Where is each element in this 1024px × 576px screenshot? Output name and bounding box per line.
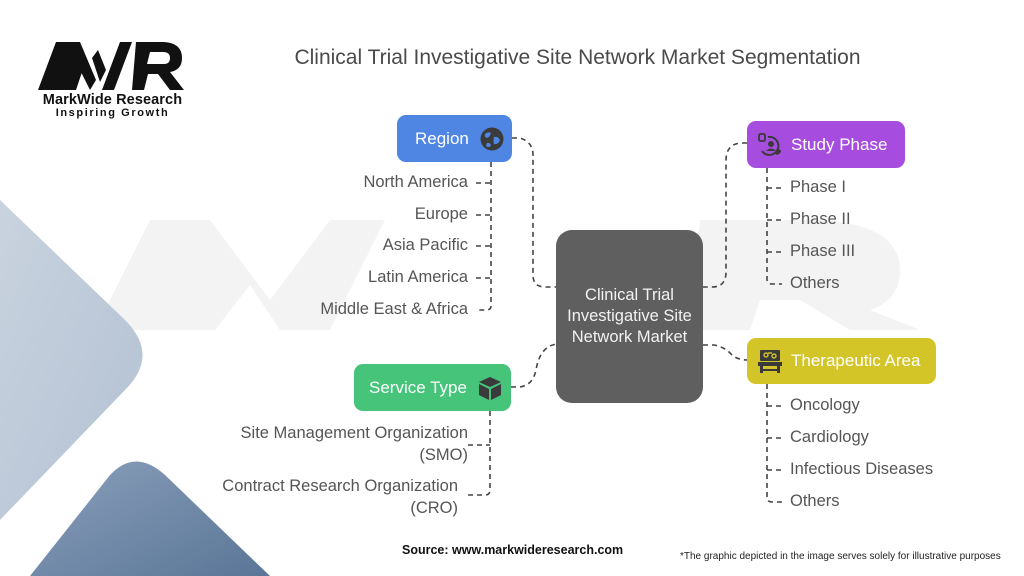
therapeutic-area-item: Others bbox=[790, 492, 840, 510]
region-item: Middle East & Africa bbox=[320, 300, 468, 318]
study-phase-item: Phase II bbox=[790, 210, 851, 228]
category-study-phase: Study Phase bbox=[747, 121, 905, 168]
study-phase-item: Phase I bbox=[790, 178, 846, 196]
region-item: North America bbox=[363, 173, 468, 191]
therapeutic-area-item: Infectious Diseases bbox=[790, 460, 934, 478]
connector-region-items bbox=[476, 162, 492, 311]
study-phase-item: Phase III bbox=[790, 242, 856, 260]
bg-diamond-dark bbox=[30, 461, 270, 576]
connector-service-items bbox=[468, 411, 491, 496]
connector-thera-items bbox=[766, 384, 782, 503]
region-item: Europe bbox=[414, 205, 468, 223]
lab-bench-icon bbox=[758, 350, 782, 373]
center-node: Clinical Trial Investigative Site Networ… bbox=[556, 230, 703, 403]
brand-name: MarkWide Research bbox=[42, 92, 183, 108]
region-item: Asia Pacific bbox=[382, 236, 468, 254]
cube-icon bbox=[478, 376, 501, 400]
category-label: Region bbox=[415, 128, 469, 148]
center-node-label: Clinical Trial Investigative Site Networ… bbox=[567, 286, 692, 346]
category-label: Service Type bbox=[369, 377, 467, 397]
globe-icon bbox=[480, 127, 504, 150]
therapeutic-area-item: Oncology bbox=[790, 396, 860, 414]
service-item-line: Site Management Organization bbox=[240, 424, 468, 442]
connector-region-center bbox=[512, 137, 557, 288]
category-service-type: Service Type bbox=[354, 364, 511, 411]
service-type-item: Contract Research Organization (CRO) bbox=[180, 475, 458, 519]
watermark bbox=[95, 220, 920, 330]
study-participant-icon bbox=[758, 132, 781, 156]
service-item-line: (CRO) bbox=[410, 499, 458, 517]
connector-study-center bbox=[703, 142, 747, 288]
category-region: Region bbox=[397, 115, 512, 162]
service-type-item: Site Management Organization (SMO) bbox=[190, 422, 468, 466]
connector-service-center bbox=[511, 343, 558, 388]
source-text: Source: www.markwideresearch.com bbox=[402, 543, 624, 557]
category-therapeutic-area: Therapeutic Area bbox=[747, 338, 936, 384]
connector-thera-center bbox=[703, 344, 748, 361]
service-item-line: (SMO) bbox=[419, 446, 468, 464]
therapeutic-area-item: Cardiology bbox=[790, 428, 869, 446]
mwr-logo-icon bbox=[38, 42, 184, 90]
category-label: Therapeutic Area bbox=[791, 351, 921, 370]
service-item-line: Contract Research Organization bbox=[222, 477, 458, 495]
bg-diamond-light bbox=[0, 200, 143, 520]
connector-study-items bbox=[766, 168, 782, 285]
brand-tagline: Inspiring Growth bbox=[55, 107, 170, 119]
region-item: Latin America bbox=[368, 268, 468, 286]
study-phase-item: Others bbox=[790, 274, 840, 292]
page-title: Clinical Trial Investigative Site Networ… bbox=[294, 46, 861, 69]
disclaimer-text: *The graphic depicted in the image serve… bbox=[680, 551, 1001, 562]
logo: MarkWide Research Inspiring Growth bbox=[30, 40, 190, 122]
category-label: Study Phase bbox=[791, 134, 888, 154]
